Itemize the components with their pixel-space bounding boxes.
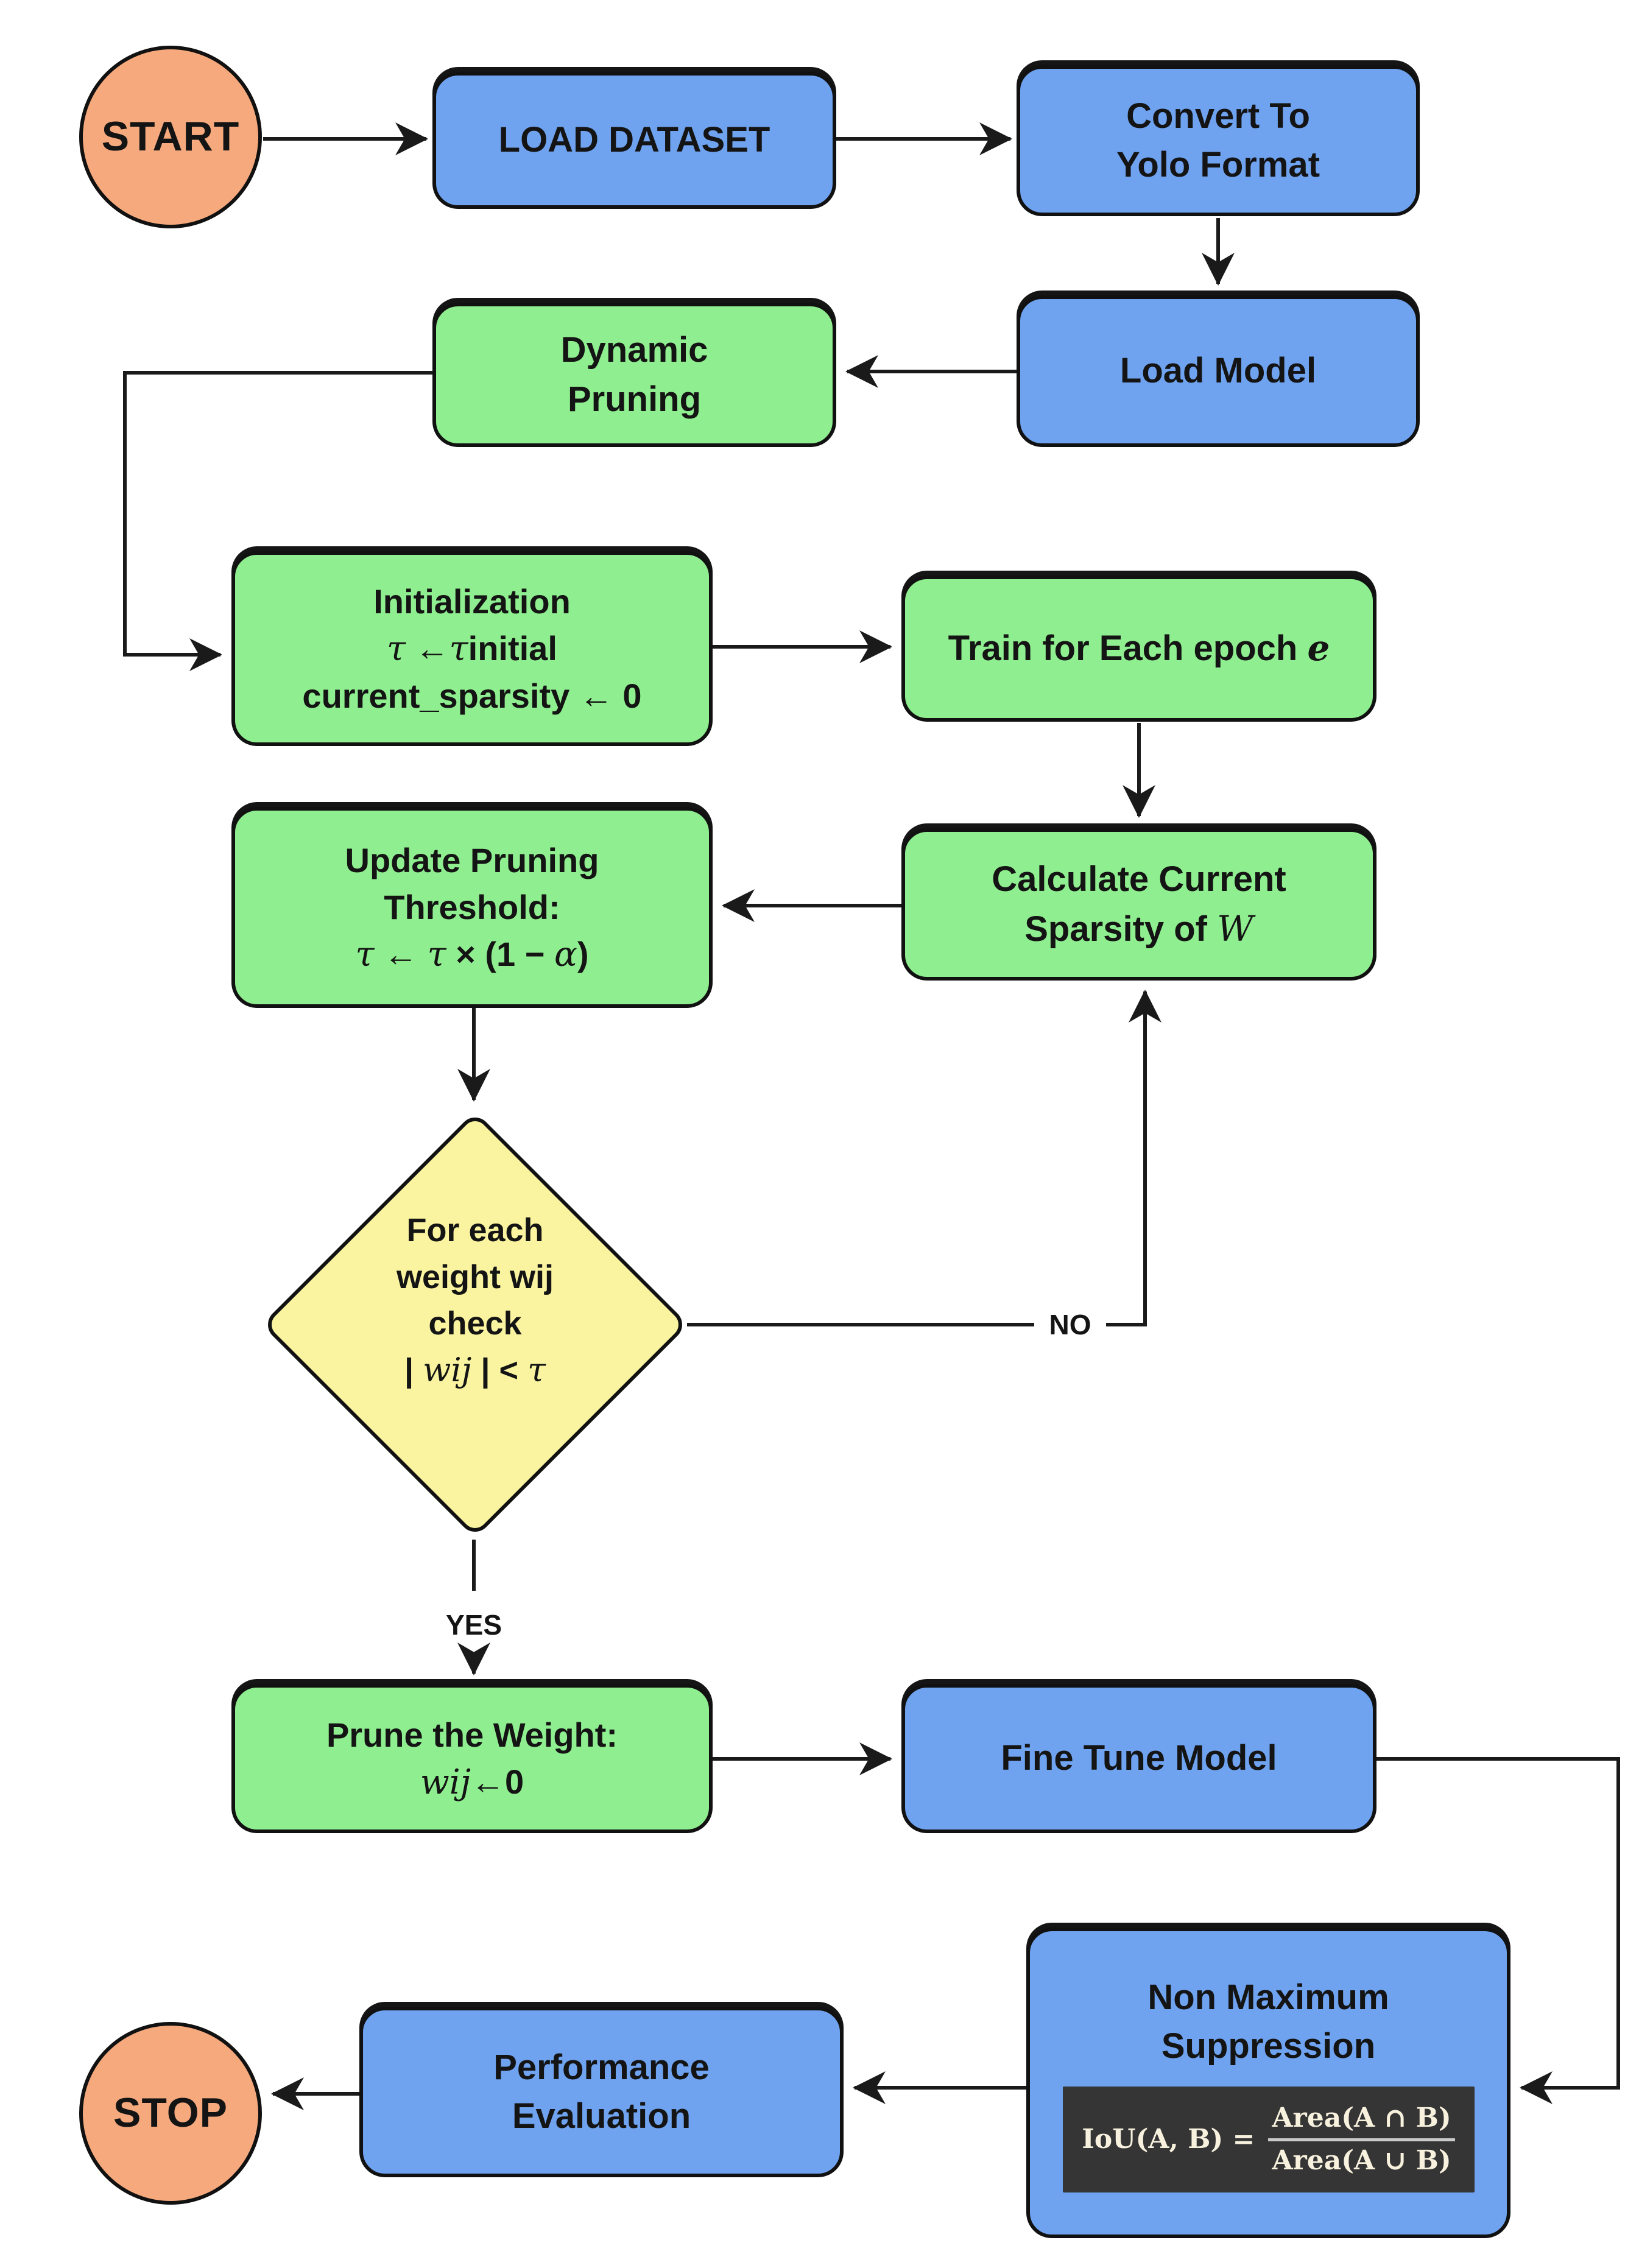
nms-box: Non Maximum Suppression IoU(A, B) = Area… [1026, 1928, 1510, 2238]
prune-weight-formula: wij←0 [420, 1763, 524, 1802]
fine-tune-label: Fine Tune Model [1001, 1738, 1277, 1778]
decision-condition: | wij | < τ [404, 1351, 546, 1390]
epoch-variable: e [1307, 627, 1330, 669]
stop-terminal: STOP [79, 2022, 262, 2205]
train-epoch-box: Train for Each epoch e [901, 576, 1376, 722]
load-dataset-label: LOAD DATASET [498, 120, 770, 160]
tau-initial-symbol: τ [449, 629, 468, 669]
nms-line2: Suppression [1161, 2026, 1376, 2066]
wij-symbol: wij [423, 1351, 472, 1390]
update-threshold-box: Update Pruning Threshold: τ ← τ × (1 − α… [231, 807, 713, 1008]
train-epoch-label: Train for Each epoch e [948, 627, 1330, 669]
initialization-title: Initialization [373, 582, 571, 621]
performance-evaluation-box: Performance Evaluation [359, 2007, 844, 2177]
update-threshold-line1: Update Pruning [345, 840, 599, 879]
prune-weight-box: Prune the Weight: wij←0 [231, 1684, 713, 1833]
prune-weight-line1: Prune the Weight: [326, 1715, 618, 1754]
stop-label: STOP [113, 2090, 228, 2136]
initialization-box: Initialization τ ←τinitial current_spars… [231, 551, 713, 746]
start-terminal: START [79, 46, 262, 228]
convert-yolo-box: Convert To Yolo Format [1017, 65, 1420, 216]
initialization-tau-assignment: τ ←τinitial [387, 629, 557, 669]
wij-symbol: wij [420, 1763, 471, 1802]
nms-line1: Non Maximum [1147, 1977, 1389, 2017]
performance-line1: Performance [493, 2047, 710, 2087]
decision-line1: For each [406, 1212, 544, 1248]
yes-label: YES [440, 1608, 507, 1641]
tau-symbol: τ [387, 629, 406, 669]
load-model-box: Load Model [1017, 295, 1420, 447]
iou-formula-denominator: Area(A ∪ B) [1272, 2144, 1451, 2176]
iou-formula-numerator: Area(A ∩ B) [1268, 2103, 1455, 2141]
edge-fine-tune-to-nms [1376, 1757, 1620, 2104]
decision-line2: weight wij [396, 1258, 554, 1295]
calc-sparsity-line1: Calculate Current [992, 859, 1286, 900]
weight-check-decision-text: For each weight wij check | wij | < τ [329, 1207, 621, 1394]
dynamic-pruning-box: Dynamic Pruning [432, 303, 836, 447]
start-label: START [101, 113, 240, 160]
dynamic-pruning-line2: Pruning [567, 379, 702, 419]
no-label: NO [1044, 1308, 1096, 1341]
edge-dynamic-pruning-to-initialization [123, 371, 432, 671]
calc-sparsity-line2: Sparsity of W [1024, 907, 1253, 949]
fine-tune-box: Fine Tune Model [901, 1684, 1376, 1833]
update-threshold-formula: τ ← τ × (1 − α) [355, 935, 589, 975]
performance-line2: Evaluation [512, 2096, 691, 2136]
tau-symbol: τ [527, 1351, 546, 1390]
dynamic-pruning-line1: Dynamic [560, 330, 708, 370]
load-dataset-box: LOAD DATASET [432, 72, 836, 209]
alpha-symbol: α [554, 935, 577, 975]
convert-yolo-line1: Convert To [1126, 96, 1310, 136]
decision-line3: check [428, 1305, 522, 1342]
load-model-label: Load Model [1119, 351, 1317, 391]
convert-yolo-line2: Yolo Format [1116, 145, 1320, 185]
calc-sparsity-box: Calculate Current Sparsity of W [901, 828, 1376, 981]
iou-formula-fraction: Area(A ∩ B) Area(A ∪ B) [1268, 2103, 1455, 2176]
iou-formula-lhs: IoU(A, B) = [1082, 2123, 1255, 2155]
tau-symbol: τ [427, 935, 446, 975]
edge-decision-no-return [1106, 990, 1161, 1326]
initialization-sparsity-line: current_sparsity ← 0 [302, 677, 642, 716]
iou-formula-panel: IoU(A, B) = Area(A ∩ B) Area(A ∪ B) [1062, 2087, 1475, 2193]
weight-matrix-symbol: W [1217, 907, 1253, 949]
tau-symbol: τ [355, 935, 375, 975]
update-threshold-line2: Threshold: [384, 887, 560, 926]
